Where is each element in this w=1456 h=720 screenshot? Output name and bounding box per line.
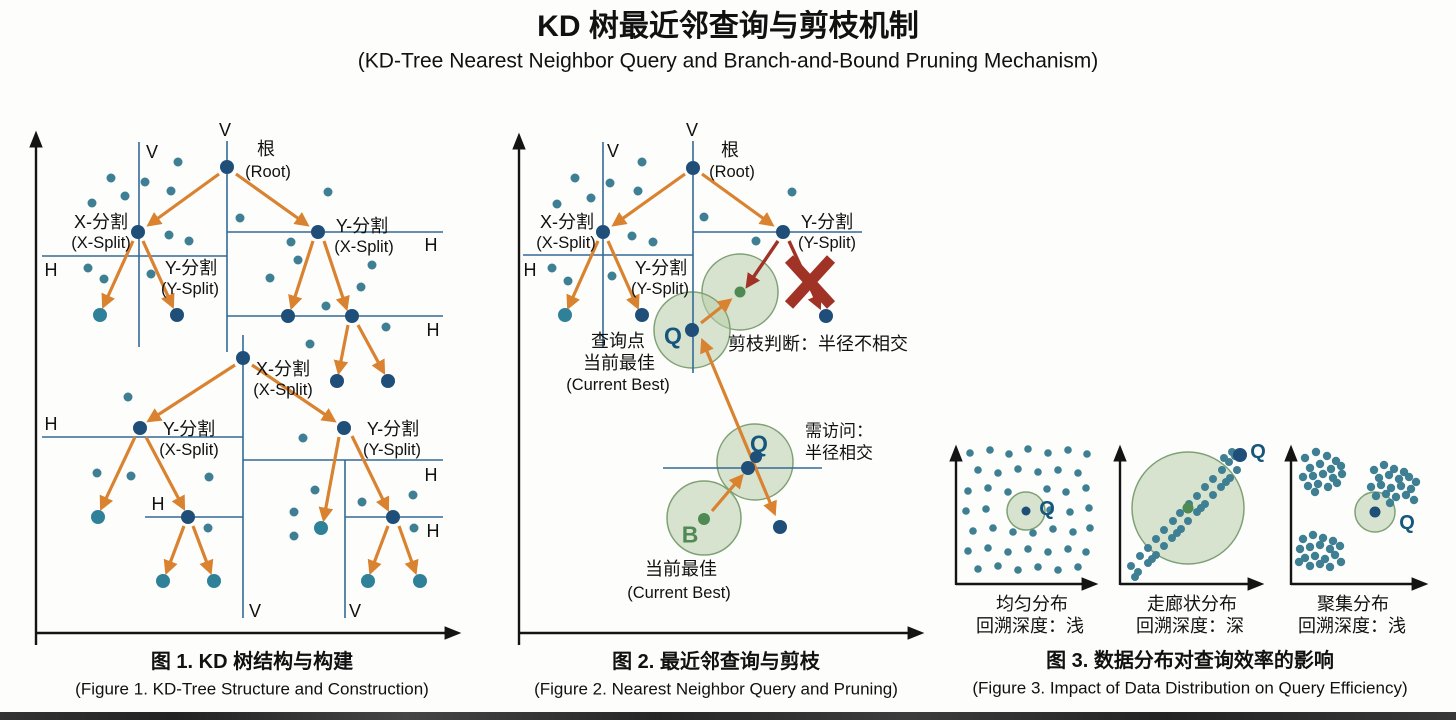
fig1-mid-node-label-zh: X-分割 bbox=[256, 359, 310, 379]
fig1-caption-zh: 图 1. KD 树结构与构建 bbox=[150, 651, 354, 673]
fig3-uniform-name: 均匀分布 bbox=[996, 594, 1068, 614]
fig1-h-mark: H bbox=[424, 235, 438, 255]
fig2-best-dots bbox=[698, 286, 746, 525]
fig3-corridor-dots bbox=[1127, 448, 1241, 581]
fig1-right-node-label-en: (X-Split) bbox=[334, 237, 394, 256]
fig2-best-b-label: B bbox=[681, 521, 699, 548]
fig1-tree-nodes bbox=[131, 160, 400, 524]
fig1-h-mark: H bbox=[44, 260, 58, 280]
fig3-cluster-depth: 回溯深度：浅 bbox=[1298, 616, 1406, 636]
fig3-cluster-q-label: Q bbox=[1399, 512, 1415, 534]
fig1-partition-lines bbox=[42, 141, 443, 618]
fig1-axes bbox=[29, 130, 462, 645]
fig3-caption-zh: 图 3. 数据分布对查询效率的影响 bbox=[1046, 650, 1334, 672]
fig2-traversal-arrows bbox=[566, 172, 777, 517]
fig3-caption-en: (Figure 3. Impact of Data Distribution o… bbox=[972, 678, 1408, 698]
fig2-visit-note-2: 半径相交 bbox=[805, 443, 873, 463]
fig2-caption-en: (Figure 2. Nearest Neighbor Query and Pr… bbox=[534, 679, 898, 699]
fig2-v-mark: V bbox=[685, 120, 699, 140]
fig3-cluster-name: 聚集分布 bbox=[1317, 594, 1389, 614]
fig2-current-best-label-zh: 当前最佳 bbox=[583, 353, 655, 373]
fig1-v-mark: V bbox=[348, 601, 362, 621]
fig2-axes bbox=[512, 132, 925, 645]
fig1-lowleft-node-label-zh: Y-分割 bbox=[162, 419, 216, 439]
fig1-lowright-node-label-en: (Y-Split) bbox=[362, 440, 422, 459]
fig3-corridor-name: 走廊状分布 bbox=[1147, 594, 1237, 614]
fig1-tree-arrows bbox=[99, 172, 419, 576]
bottom-edge-bar bbox=[0, 712, 1456, 720]
fig1-h-mark: H bbox=[44, 414, 58, 434]
fig2-lower-q-label: Q bbox=[750, 430, 768, 457]
fig3-axes bbox=[949, 444, 1429, 591]
fig2-h-mark: H bbox=[523, 260, 537, 280]
fig2-v-mark: V bbox=[606, 141, 620, 161]
fig2-leaf-dots bbox=[558, 308, 572, 322]
fig1-ysplit-label-en: (Y-Split) bbox=[160, 279, 220, 298]
fig1-scatter-dots bbox=[83, 157, 419, 541]
fig1-v-mark: V bbox=[248, 601, 262, 621]
fig3-query-dots bbox=[1021, 448, 1381, 518]
fig2-prune-x-mark bbox=[784, 255, 836, 309]
fig1-caption-en: (Figure 1. KD-Tree Structure and Constru… bbox=[75, 679, 429, 699]
fig1-root-label-zh: 根 bbox=[257, 139, 275, 159]
fig2-visit-note-1: 需访问： bbox=[805, 421, 873, 441]
fig1-xsplit-label-en: (X-Split) bbox=[71, 233, 131, 252]
fig1-root-label-en: (Root) bbox=[245, 162, 291, 181]
fig1-v-mark: V bbox=[145, 142, 159, 162]
fig2-query-q-label: Q bbox=[664, 322, 682, 349]
fig2-scatter-dots bbox=[547, 157, 797, 286]
fig1-v-mark: V bbox=[218, 120, 232, 140]
fig2-partition-lines bbox=[523, 141, 862, 469]
fig1-ysplit-label-zh: Y-分割 bbox=[164, 258, 218, 278]
page-title: KD 树最近邻查询与剪枝机制 bbox=[537, 10, 919, 43]
fig2-caption-zh: 图 2. 最近邻查询与剪枝 bbox=[612, 651, 820, 673]
fig3-corridor-q-label: Q bbox=[1250, 441, 1266, 463]
fig2-root-label-zh: 根 bbox=[721, 140, 739, 160]
fig1-h-mark: H bbox=[424, 465, 438, 485]
fig1-h-mark: H bbox=[151, 494, 165, 514]
fig2-root-label-en: (Root) bbox=[709, 162, 755, 181]
fig2-xsplit-label-zh: X-分割 bbox=[540, 212, 594, 232]
fig3-uniform-depth: 回溯深度：浅 bbox=[976, 616, 1084, 636]
fig3-green-center-dot bbox=[1182, 502, 1194, 514]
fig2-tree-nodes bbox=[596, 161, 833, 534]
fig2-ysplit-mid-label-zh: Y-分割 bbox=[634, 258, 688, 278]
fig3-corridor-depth: 回溯深度：深 bbox=[1136, 616, 1244, 636]
fig1-right-node-label-zh: Y-分割 bbox=[335, 216, 389, 236]
fig3-uniform-q-label: Q bbox=[1039, 498, 1055, 520]
fig1-leaf-dots bbox=[91, 308, 427, 588]
fig1-h-mark: H bbox=[426, 521, 440, 541]
fig2-xsplit-label-en: (X-Split) bbox=[536, 233, 596, 252]
fig1-mid-node-label-en: (X-Split) bbox=[253, 380, 313, 399]
fig3-cluster-dots bbox=[1294, 447, 1421, 572]
fig1-lowleft-node-label-en: (X-Split) bbox=[159, 440, 219, 459]
fig2-ysplit-right-label-en: (Y-Split) bbox=[797, 233, 857, 252]
fig2-bottom-best-label-zh: 当前最佳 bbox=[645, 559, 717, 579]
page-subtitle: (KD-Tree Nearest Neighbor Query and Bran… bbox=[357, 49, 1099, 73]
fig2-ysplit-mid-label-en: (Y-Split) bbox=[630, 279, 690, 298]
fig3-uniform-dots bbox=[962, 445, 1094, 574]
fig2-prune-note: 剪枝判断：半径不相交 bbox=[728, 334, 908, 354]
fig1-h-mark: H bbox=[426, 320, 440, 340]
fig2-query-point-label: 查询点 bbox=[591, 331, 645, 351]
fig2-current-best-label-en: (Current Best) bbox=[566, 375, 670, 394]
fig1-lowright-node-label-zh: Y-分割 bbox=[366, 419, 420, 439]
fig1-xsplit-label-zh: X-分割 bbox=[74, 212, 128, 232]
fig2-ysplit-right-label-zh: Y-分割 bbox=[800, 212, 854, 232]
fig2-bottom-best-label-en: (Current Best) bbox=[627, 583, 731, 602]
